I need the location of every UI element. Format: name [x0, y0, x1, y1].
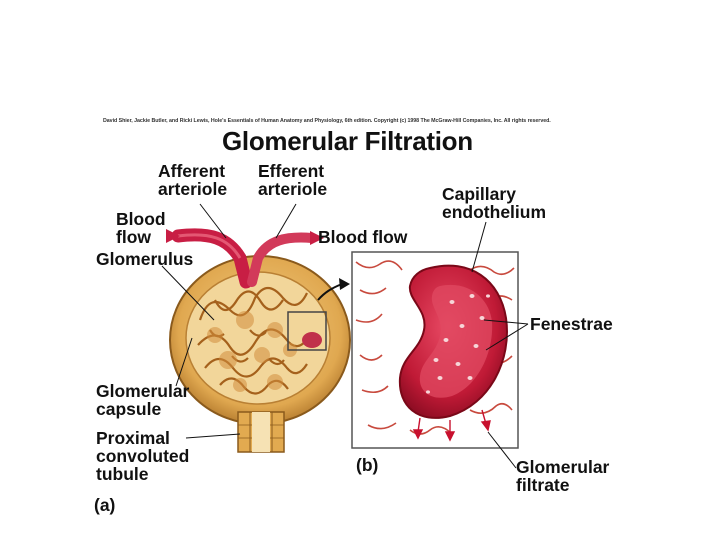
zoom-arrow-head	[339, 278, 350, 290]
glomerular-capsule-shape	[169, 255, 351, 425]
capillary-cross-section	[398, 264, 508, 419]
filtrate-arrows	[412, 409, 491, 442]
zoom-box	[287, 311, 327, 351]
label-fenestrae: Fenestrae	[530, 314, 613, 334]
diagram-title: Glomerular Filtration	[222, 126, 473, 156]
label-blood-flow-out: Blood flow	[318, 227, 408, 247]
leader-lines	[161, 203, 529, 469]
copyright-credit: David Shier, Jackie Butler, and Ricki Le…	[103, 118, 551, 124]
glomerulus-tuft-shading	[207, 311, 297, 392]
label-glomerulus: Glomerulus	[96, 249, 194, 269]
zoom-capillary-detail	[302, 332, 322, 348]
arterioles	[171, 228, 317, 289]
proximal-tubule-shape	[237, 411, 285, 453]
zoom-arrow	[317, 283, 343, 301]
label-part-a: (a)	[94, 495, 116, 515]
label-part-b: (b)	[356, 455, 379, 475]
fenestrae-dots	[426, 294, 490, 394]
podocyte-processes	[355, 260, 515, 435]
blood-flow-arrows	[166, 229, 324, 245]
